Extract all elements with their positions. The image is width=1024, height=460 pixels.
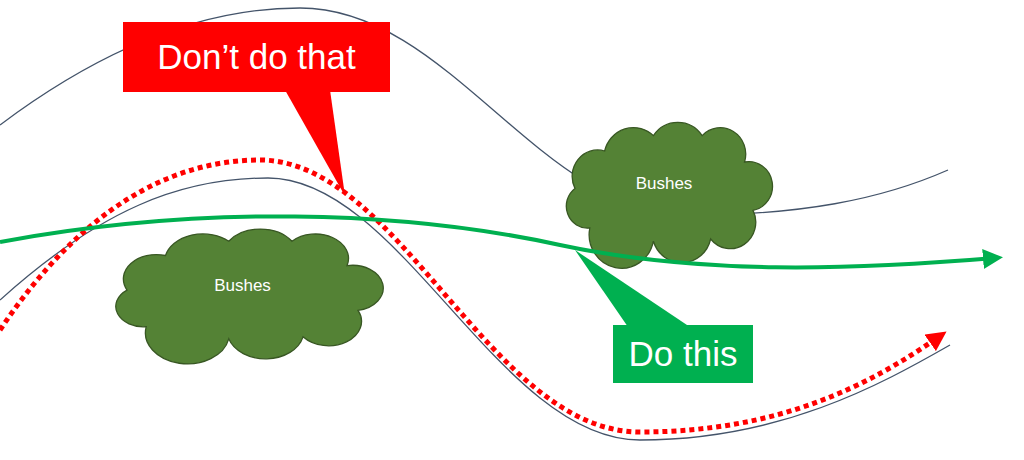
callout-box: Don’t do that (123, 22, 390, 92)
wrong-path (0, 160, 940, 432)
cloud-shape (116, 229, 383, 364)
callout-text: Don’t do that (157, 37, 355, 77)
bush-cloud: Bushes (105, 225, 380, 347)
callout-pointer (285, 90, 345, 196)
callout-pointer (575, 250, 690, 327)
callout-text: Do this (629, 334, 738, 374)
callout-box: Do this (613, 325, 753, 383)
bush-label: Bushes (636, 174, 693, 194)
bush-cloud: Bushes (558, 118, 770, 250)
cloud-outline (105, 225, 380, 347)
cloud-shape (566, 122, 772, 268)
road-edge (0, 178, 950, 440)
bush-label: Bushes (214, 276, 271, 296)
road-edge (0, 8, 948, 215)
cloud-outline (558, 118, 770, 250)
right-path (0, 216, 995, 267)
